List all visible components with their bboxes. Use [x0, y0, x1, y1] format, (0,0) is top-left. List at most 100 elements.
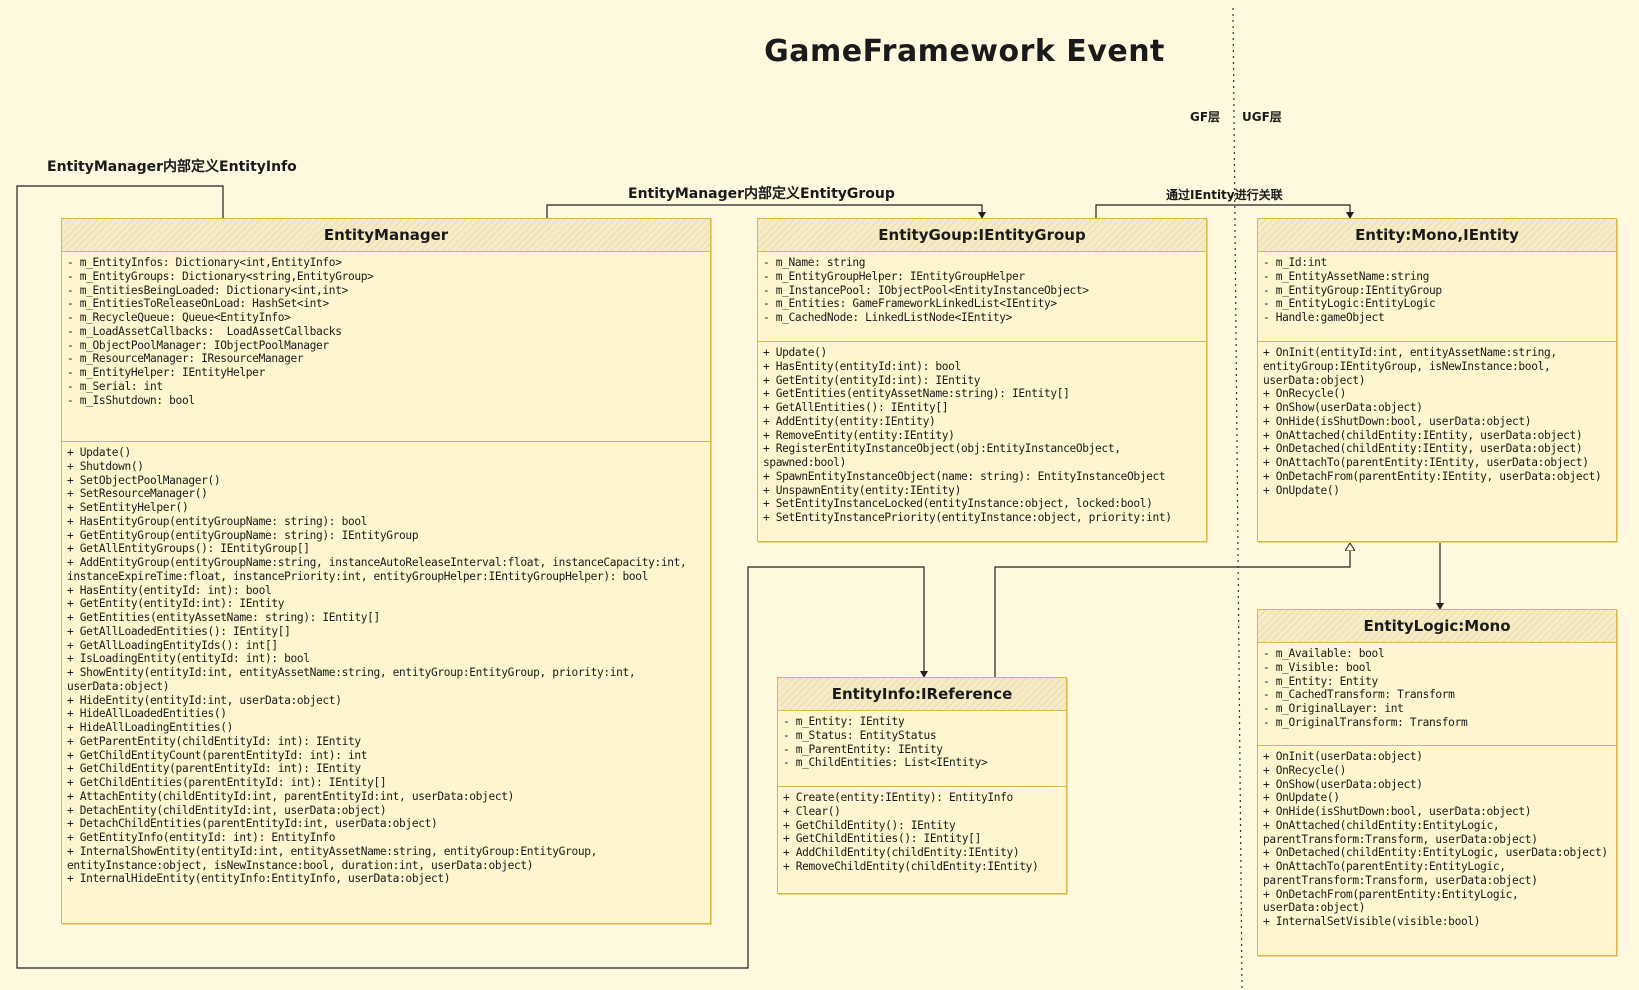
methods-section: + Create(entity:IEntity): EntityInfo+ Cl… — [778, 787, 1066, 878]
method-row: + DetachChildEntities(parentEntityId:int… — [67, 817, 438, 831]
method-row: + GetChildEntityCount(parentEntityId: in… — [67, 748, 368, 762]
method-row: + GetAllLoadedEntities(): IEntity[] — [67, 624, 291, 638]
method-row: + RemoveChildEntity(childEntity:IEntity) — [783, 859, 1039, 873]
field-row: - m_Entity: IEntity — [783, 715, 905, 728]
field-row: - m_Available: bool — [1263, 647, 1385, 660]
method-row: + SetEntityInstancePriority(entityInstan… — [763, 511, 1172, 524]
field-row: - m_EntityHelper: IEntityHelper — [67, 366, 265, 379]
method-row: + RemoveEntity(entity:IEntity) — [763, 428, 955, 442]
method-row: + GetEntityInfo(entityId: int): EntityIn… — [67, 831, 336, 844]
method-row: + GetEntity(entityId:int): IEntity — [763, 373, 981, 387]
field-row: - m_EntityGroupHelper: IEntityGroupHelpe… — [763, 269, 1025, 283]
methods-section: + Update()+ Shutdown()+ SetObjectPoolMan… — [62, 442, 710, 890]
method-row: + RegisterEntityInstanceObject(obj:Entit… — [763, 442, 1127, 469]
field-row: - m_EntitiesBeingLoaded: Dictionary<int,… — [67, 283, 348, 297]
field-row: - m_EntityGroups: Dictionary<string,Enti… — [67, 269, 374, 283]
field-row: - m_Serial: int — [67, 379, 163, 393]
method-row: + OnDetachFrom(parentEntity:EntityLogic,… — [1263, 887, 1525, 915]
field-row: - m_OriginalLayer: int — [1263, 702, 1404, 715]
method-row: + IsLoadingEntity(entityId: int): bool — [67, 652, 310, 666]
method-row: + OnShow(userData:object) — [1263, 401, 1423, 414]
method-row: + AddEntity(entity:IEntity) — [763, 414, 936, 428]
method-row: + InternalSetVisible(visible:bool) — [1263, 915, 1481, 928]
ugf-layer-label: UGF层 — [1242, 110, 1282, 124]
class-name: Entity:Mono,IEntity — [1258, 219, 1616, 252]
method-row: + SpawnEntityInstanceObject(name: string… — [763, 469, 1166, 483]
fields-section: - m_Available: bool- m_Visible: bool- m_… — [1258, 643, 1616, 746]
field-row: - m_EntitiesToReleaseOnLoad: HashSet<int… — [67, 297, 329, 311]
method-row: + InternalShowEntity(entityId:int, entit… — [67, 844, 604, 872]
method-row: + HideAllLoadingEntities() — [67, 721, 234, 734]
method-row: + Update() — [67, 446, 131, 459]
method-row: + GetParentEntity(childEntityId: int): I… — [67, 734, 361, 748]
method-row: + DetachEntity(childEntityId:int, userDa… — [67, 803, 387, 817]
method-row: + OnHide(isShutDown:bool, userData:objec… — [1263, 805, 1532, 818]
field-row: - Handle:gameObject — [1263, 311, 1385, 324]
class-entity-logic: EntityLogic:Mono - m_Available: bool- m_… — [1257, 609, 1617, 956]
class-entity-info: EntityInfo:IReference - m_Entity: IEntit… — [777, 677, 1067, 894]
method-row: + OnInit(userData:object) — [1263, 750, 1423, 763]
field-row: - m_Entity: Entity — [1263, 674, 1378, 688]
gf-layer-label: GF层 — [1190, 110, 1221, 124]
method-row: + InternalHideEntity(entityInfo:EntityIn… — [67, 872, 451, 886]
methods-section: + OnInit(userData:object)+ OnRecycle()+ … — [1258, 746, 1616, 933]
method-row: + GetEntity(entityId:int): IEntity — [67, 597, 285, 611]
method-row: + GetChildEntities(parentEntityId: int):… — [67, 776, 387, 789]
method-row: + HasEntityGroup(entityGroupName: string… — [67, 514, 368, 528]
method-row: + GetEntities(entityAssetName: string): … — [67, 611, 380, 624]
field-row: - m_LoadAssetCallbacks: LoadAssetCallbac… — [67, 324, 342, 338]
class-name: EntityInfo:IReference — [778, 678, 1066, 711]
edge-entity-group — [546, 204, 986, 219]
method-row: + HideAllLoadedEntities() — [67, 707, 227, 721]
field-row: - m_EntityAssetName:string — [1263, 269, 1430, 283]
field-row: - m_EntityInfos: Dictionary<int,EntityIn… — [67, 256, 342, 269]
method-row: + OnAttached(childEntity:EntityLogic, pa… — [1263, 818, 1538, 846]
field-row: - m_OriginalTransform: Transform — [1263, 715, 1468, 729]
field-row: - m_Name: string — [763, 256, 866, 269]
method-row: + Update() — [763, 346, 827, 359]
layer-divider — [1232, 7, 1243, 989]
method-row: + OnRecycle() — [1263, 763, 1347, 777]
edge-label-entity-info: EntityManager内部定义EntityInfo — [47, 159, 297, 175]
method-row: + SetObjectPoolManager() — [67, 473, 221, 487]
method-row: + GetChildEntity(): IEntity — [783, 818, 956, 832]
method-row: + ShowEntity(entityId:int, entityAssetNa… — [67, 666, 642, 693]
edge-ientity — [1095, 204, 1354, 219]
method-row: + OnHide(isShutDown:bool, userData:objec… — [1263, 414, 1532, 428]
fields-section: - m_Name: string- m_EntityGroupHelper: I… — [758, 252, 1206, 342]
method-row: + OnDetached(childEntity:IEntity, userDa… — [1263, 442, 1583, 456]
methods-section: + OnInit(entityId:int, entityAssetName:s… — [1258, 342, 1616, 501]
method-row: + OnUpdate() — [1263, 483, 1340, 497]
method-row: + OnRecycle() — [1263, 387, 1347, 401]
method-row: + GetAllLoadingEntityIds(): int[] — [67, 638, 278, 652]
method-row: + HasEntity(entityId: int): bool — [67, 583, 272, 597]
method-row: + OnDetachFrom(parentEntity:IEntity, use… — [1263, 469, 1602, 483]
class-name: EntityGoup:IEntityGroup — [758, 219, 1206, 252]
field-row: - m_Id:int — [1263, 256, 1327, 269]
field-row: - m_CachedTransform: Transform — [1263, 688, 1455, 702]
edge-entity-info — [16, 185, 928, 969]
class-name: EntityLogic:Mono — [1258, 610, 1616, 643]
method-row: + AttachEntity(childEntityId:int, parent… — [67, 789, 514, 803]
method-row: + AddChildEntity(childEntity:IEntity) — [783, 846, 1020, 859]
fields-section: - m_EntityInfos: Dictionary<int,EntityIn… — [62, 252, 710, 442]
method-row: + GetEntityGroup(entityGroupName: string… — [67, 528, 419, 542]
class-entity-manager: EntityManager - m_EntityInfos: Dictionar… — [61, 218, 711, 924]
edge-info-to-entity — [994, 543, 1350, 677]
field-row: - m_EntityLogic:EntityLogic — [1263, 297, 1436, 311]
method-row: + GetChildEntity(parentEntityId: int): I… — [67, 762, 361, 776]
field-row: - m_RecycleQueue: Queue<EntityInfo> — [67, 311, 291, 324]
method-row: + OnShow(userData:object) — [1263, 777, 1423, 791]
method-row: + Clear() — [783, 804, 841, 818]
diagram-title: GameFramework Event — [764, 34, 1165, 69]
method-row: + OnAttachTo(parentEntity:IEntity, userD… — [1263, 456, 1589, 469]
fields-section: - m_Id:int- m_EntityAssetName:string - m_… — [1258, 252, 1616, 342]
method-row: + Shutdown() — [67, 459, 144, 473]
method-row: + GetChildEntities(): IEntity[] — [783, 832, 981, 846]
edge-label-entity-group: EntityManager内部定义EntityGroup — [628, 186, 895, 202]
class-name: EntityManager — [62, 219, 710, 252]
method-row: + GetEntities(entityAssetName:string): I… — [763, 387, 1070, 401]
method-row: + OnAttachTo(parentEntity:EntityLogic, p… — [1263, 860, 1538, 887]
